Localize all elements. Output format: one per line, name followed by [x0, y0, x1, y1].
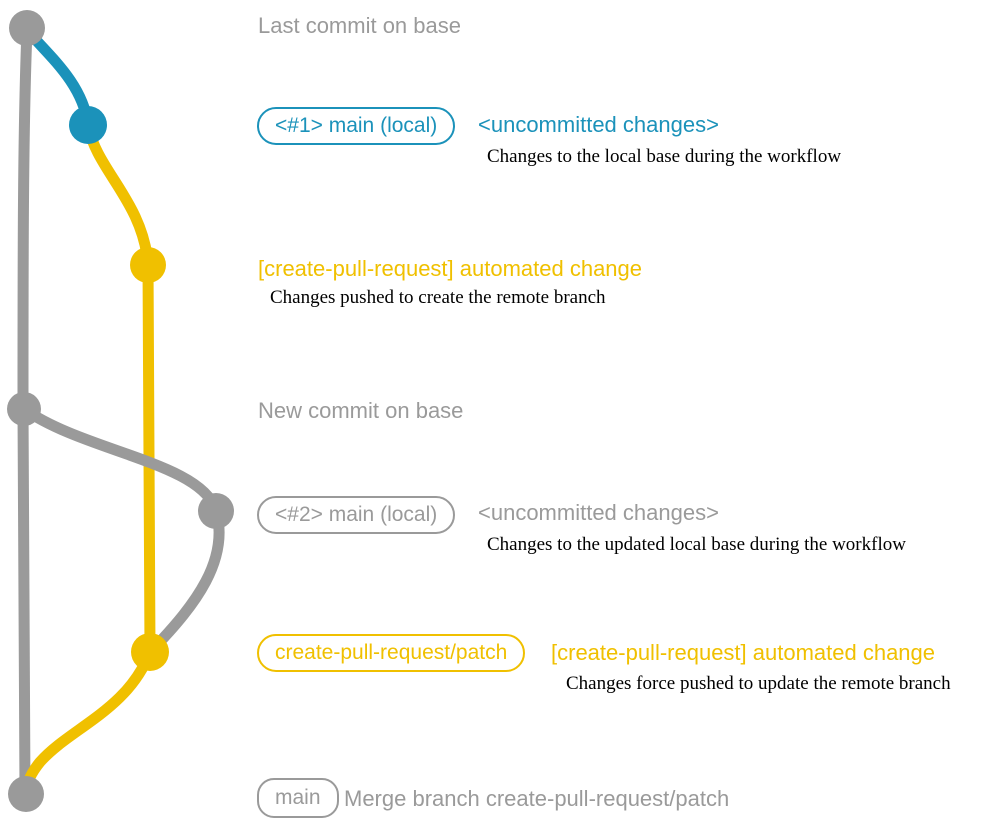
- branch-badge-local-main-1: <#1> main (local): [257, 107, 456, 145]
- commit-node-new-base: [7, 392, 41, 426]
- commit-node-local-main-1: [69, 106, 107, 144]
- commit-title-automated-change-2: [create-pull-request] automated change: [551, 640, 936, 665]
- base-branch-line: [17, 24, 33, 798]
- branch-badge-local-main-2: <#2> main (local): [257, 496, 456, 534]
- commit-note-automated-1: Changes pushed to create the remote bran…: [270, 287, 606, 308]
- commit-title-automated-change-1: [create-pull-request] automated change: [258, 256, 643, 281]
- commit-note-automated-2: Changes force pushed to update the remot…: [566, 673, 951, 694]
- commit-node-last-base: [9, 10, 45, 46]
- commit-title-uncommitted-changes-1: <uncommitted changes>: [478, 112, 719, 137]
- label-new-commit-on-base: New commit on base: [258, 398, 464, 423]
- merge-edge: [20, 646, 156, 798]
- commit-note-local-2: Changes to the updated local base during…: [487, 534, 906, 555]
- commit-note-local-1: Changes to the local base during the wor…: [487, 146, 842, 167]
- rebase-in-edge: [149, 504, 225, 653]
- branch-badge-create-pull-request-patch: create-pull-request/patch: [257, 634, 526, 672]
- commit-node-merge: [8, 776, 44, 812]
- rebase-out-edge: [18, 403, 222, 516]
- commit-node-automated-1: [130, 247, 166, 283]
- label-merge-branch: Merge branch create-pull-request/patch: [344, 786, 730, 811]
- label-last-commit-on-base: Last commit on base: [258, 13, 461, 38]
- commit-title-uncommitted-changes-2: <uncommitted changes>: [478, 500, 719, 525]
- push-branch-edge: [82, 119, 154, 269]
- branch-badge-main: main: [257, 778, 339, 818]
- commit-node-local-main-2: [198, 493, 234, 529]
- commit-node-automated-2: [131, 633, 169, 671]
